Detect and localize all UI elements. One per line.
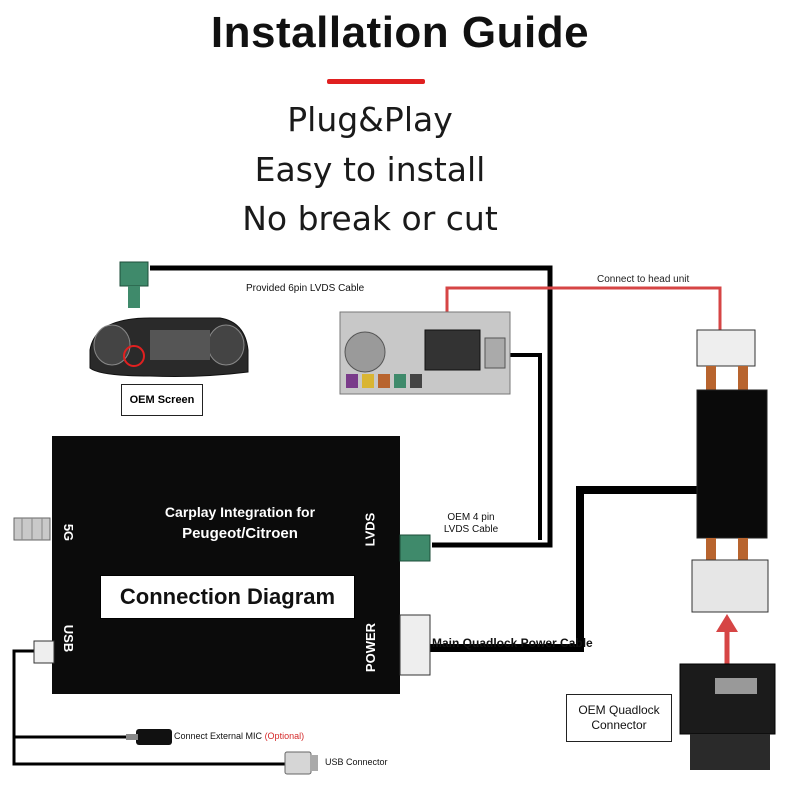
- mic-label-text: Connect External MIC: [174, 731, 263, 741]
- carplay-module-box: [52, 436, 400, 694]
- quadlock-line1: OEM Quadlock: [578, 703, 660, 717]
- main-quadlock-cable: [428, 486, 700, 652]
- head-unit-cable: [506, 353, 542, 540]
- quadlock-line2: Connector: [591, 718, 647, 732]
- usb-side-cable: [12, 649, 290, 766]
- lvds-cable-label: Provided 6pin LVDS Cable: [246, 283, 365, 294]
- module-title-line1: Carplay Integration for: [164, 504, 316, 520]
- oem-4pin-line1: OEM 4 pin: [447, 512, 495, 523]
- port-usb-label: USB: [61, 624, 77, 653]
- mic-label: Connect External MIC (Optional): [174, 731, 304, 741]
- head-unit-label: Connect to head unit: [597, 274, 690, 285]
- antenna-icon: [13, 517, 51, 541]
- oem-4pin-label: OEM 4 pin LVDS Cable: [436, 512, 506, 536]
- oem-screen-label: OEM Screen: [121, 384, 203, 416]
- lvds-6pin-cable: [150, 265, 553, 548]
- lvds-plug: [399, 534, 431, 562]
- power-plug: [399, 614, 431, 676]
- title-underline: [327, 79, 425, 84]
- port-power-label: POWER: [363, 622, 379, 673]
- main-cable-label: Main Quadlock Power Cable: [432, 636, 593, 650]
- usb-plug-icon: [284, 751, 318, 775]
- port-lvds-label: LVDS: [362, 512, 378, 547]
- mic-optional-label: (Optional): [264, 731, 305, 741]
- module-title-line2: Peugeot/Citroen: [182, 525, 298, 542]
- oem-screen-image: [89, 261, 249, 377]
- feature-easy-install: Easy to install: [254, 150, 486, 189]
- mic-jack-icon: [126, 729, 172, 745]
- quadlock-adapter-image: [691, 329, 769, 613]
- quadlock-connector-image: [679, 663, 776, 770]
- head-unit-image: [339, 311, 511, 395]
- port-5g-label: 5G: [61, 523, 77, 542]
- feature-no-cut: No break or cut: [242, 199, 498, 238]
- red-arrow-up: [716, 614, 738, 632]
- usb-port-plug: [33, 640, 55, 664]
- head-unit-red-cable: [445, 286, 722, 330]
- page-title: Installation Guide: [210, 8, 590, 57]
- feature-plug-play: Plug&Play: [287, 100, 453, 139]
- oem-4pin-line2: LVDS Cable: [443, 524, 499, 535]
- connection-diagram-label: Connection Diagram: [100, 575, 355, 619]
- quadlock-label: OEM Quadlock Connector: [566, 694, 672, 742]
- usb-connector-label: USB Connector: [325, 757, 388, 767]
